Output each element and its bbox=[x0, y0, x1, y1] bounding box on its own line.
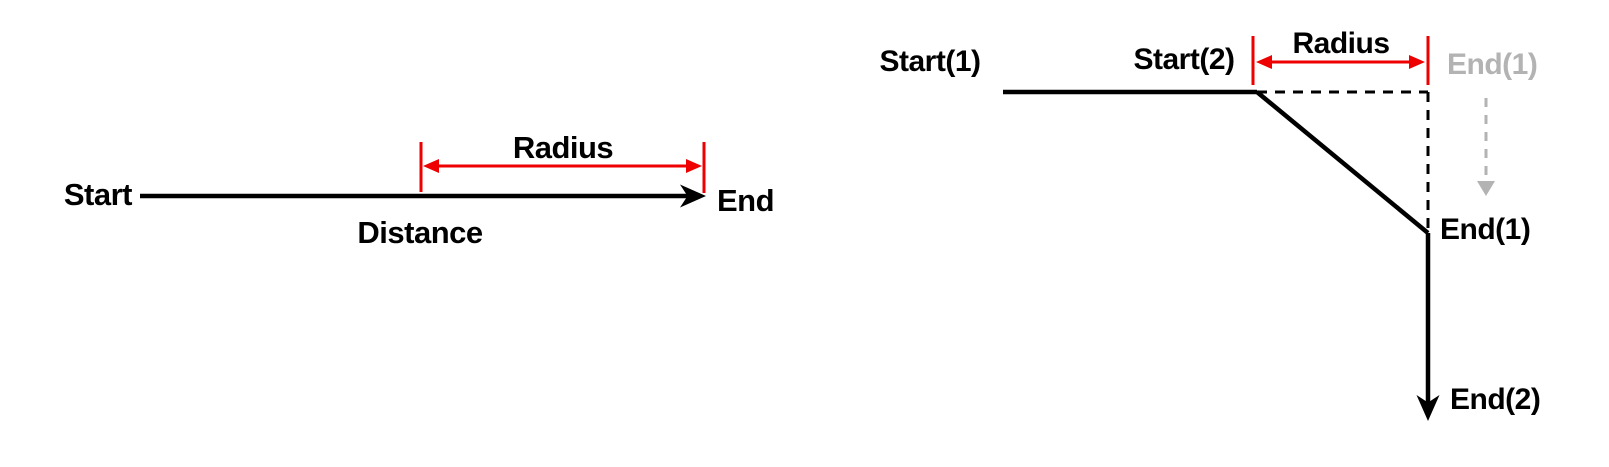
left-distance-arrowhead-icon bbox=[680, 184, 706, 208]
right-path-diagonal-line bbox=[1255, 90, 1430, 235]
right-end1-label: End(1) bbox=[1440, 213, 1531, 246]
ghost-drop-arrowhead-icon bbox=[1477, 181, 1495, 196]
left-radius-arrowhead-left-icon bbox=[423, 159, 439, 173]
right-start2-label: Start(2) bbox=[1133, 43, 1235, 76]
right-end1-ghost-label: End(1) bbox=[1447, 48, 1538, 81]
left-radius-label: Radius bbox=[512, 130, 614, 165]
left-diagram-shapes bbox=[140, 142, 706, 208]
right-radius-arrowhead-right-icon bbox=[1409, 55, 1425, 69]
right-end2-label: End(2) bbox=[1450, 383, 1541, 416]
right-path-arrowhead-icon bbox=[1416, 395, 1440, 421]
right-start1-label: Start(1) bbox=[879, 45, 981, 78]
left-end-label: End bbox=[717, 183, 775, 218]
left-start-label: Start bbox=[63, 177, 133, 212]
left-distance-label: Distance bbox=[357, 215, 483, 250]
right-radius-arrowhead-left-icon bbox=[1256, 55, 1272, 69]
right-radius-label: Radius bbox=[1292, 27, 1390, 60]
right-diagram-shapes bbox=[1003, 36, 1495, 421]
left-radius-arrowhead-right-icon bbox=[686, 159, 702, 173]
